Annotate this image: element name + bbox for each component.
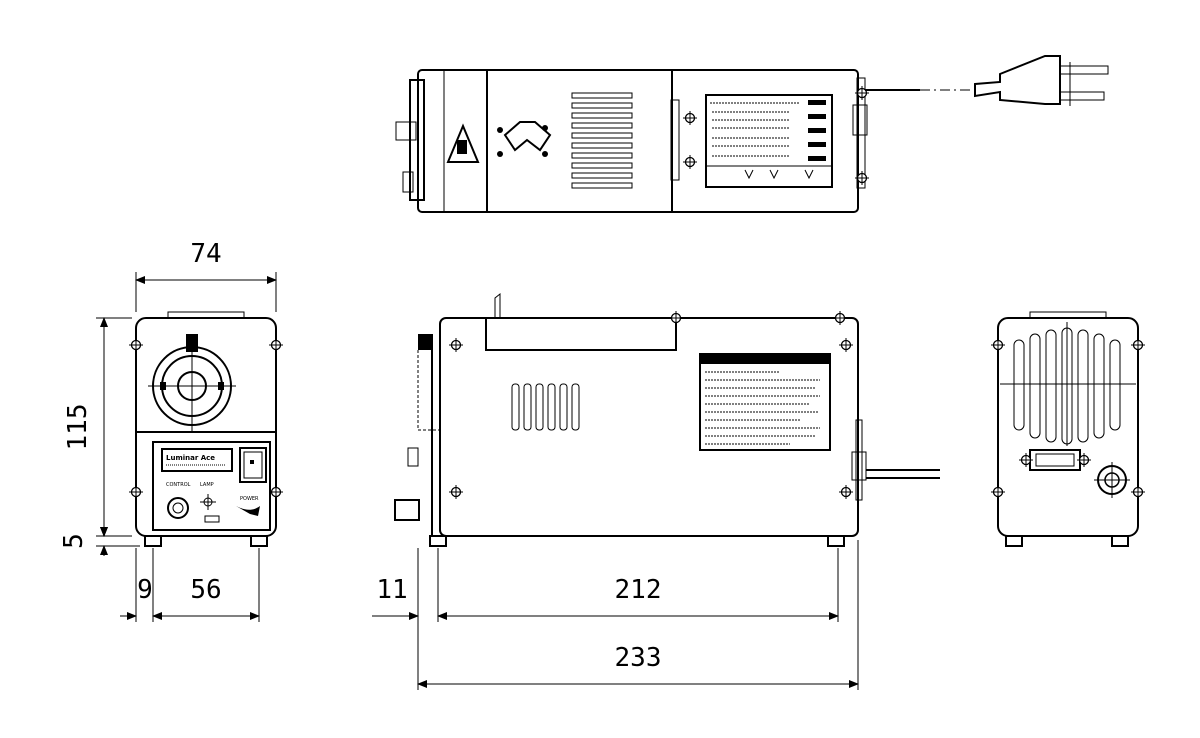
- control-label: CONTROL: [166, 482, 191, 488]
- lamp-label: LAMP: [200, 482, 214, 488]
- rear-vent: [1000, 322, 1136, 446]
- dimension-labels: 74 115 5 9 56 11 212 233: [59, 239, 661, 673]
- dim-side-offset: 11: [376, 575, 407, 605]
- dim-foot-offset: 9: [137, 575, 153, 605]
- lamp-icon: [497, 121, 552, 157]
- knob-icon: [167, 497, 189, 519]
- side-view: [394, 292, 940, 547]
- top-label-plate: [705, 94, 833, 188]
- side-label-plate: [699, 353, 831, 451]
- top-vent: [571, 92, 633, 189]
- cord-grommet-icon: [1094, 462, 1130, 498]
- dim-side-depth: 212: [615, 575, 662, 605]
- side-vent: [511, 383, 580, 431]
- front-view: Luminar Ace CONTROL LAMP POWER: [128, 311, 284, 547]
- power-label: POWER: [240, 496, 259, 502]
- dimension-lines: [96, 272, 859, 690]
- power-switch-icon: [239, 447, 267, 483]
- plug-icon: [974, 55, 1109, 106]
- rear-view: [990, 311, 1146, 547]
- dim-foot-height: 5: [59, 533, 89, 549]
- top-view: [395, 55, 1109, 213]
- warning-triangle-icon: [446, 123, 480, 163]
- dim-side-total: 233: [615, 643, 662, 673]
- dim-foot-spacing: 56: [190, 575, 221, 605]
- dim-front-width: 74: [190, 239, 221, 269]
- lens-icon: [148, 334, 236, 432]
- brand-label: Luminar Ace: [166, 454, 215, 462]
- connector-icon: [1018, 449, 1092, 471]
- dim-front-height: 115: [63, 404, 93, 451]
